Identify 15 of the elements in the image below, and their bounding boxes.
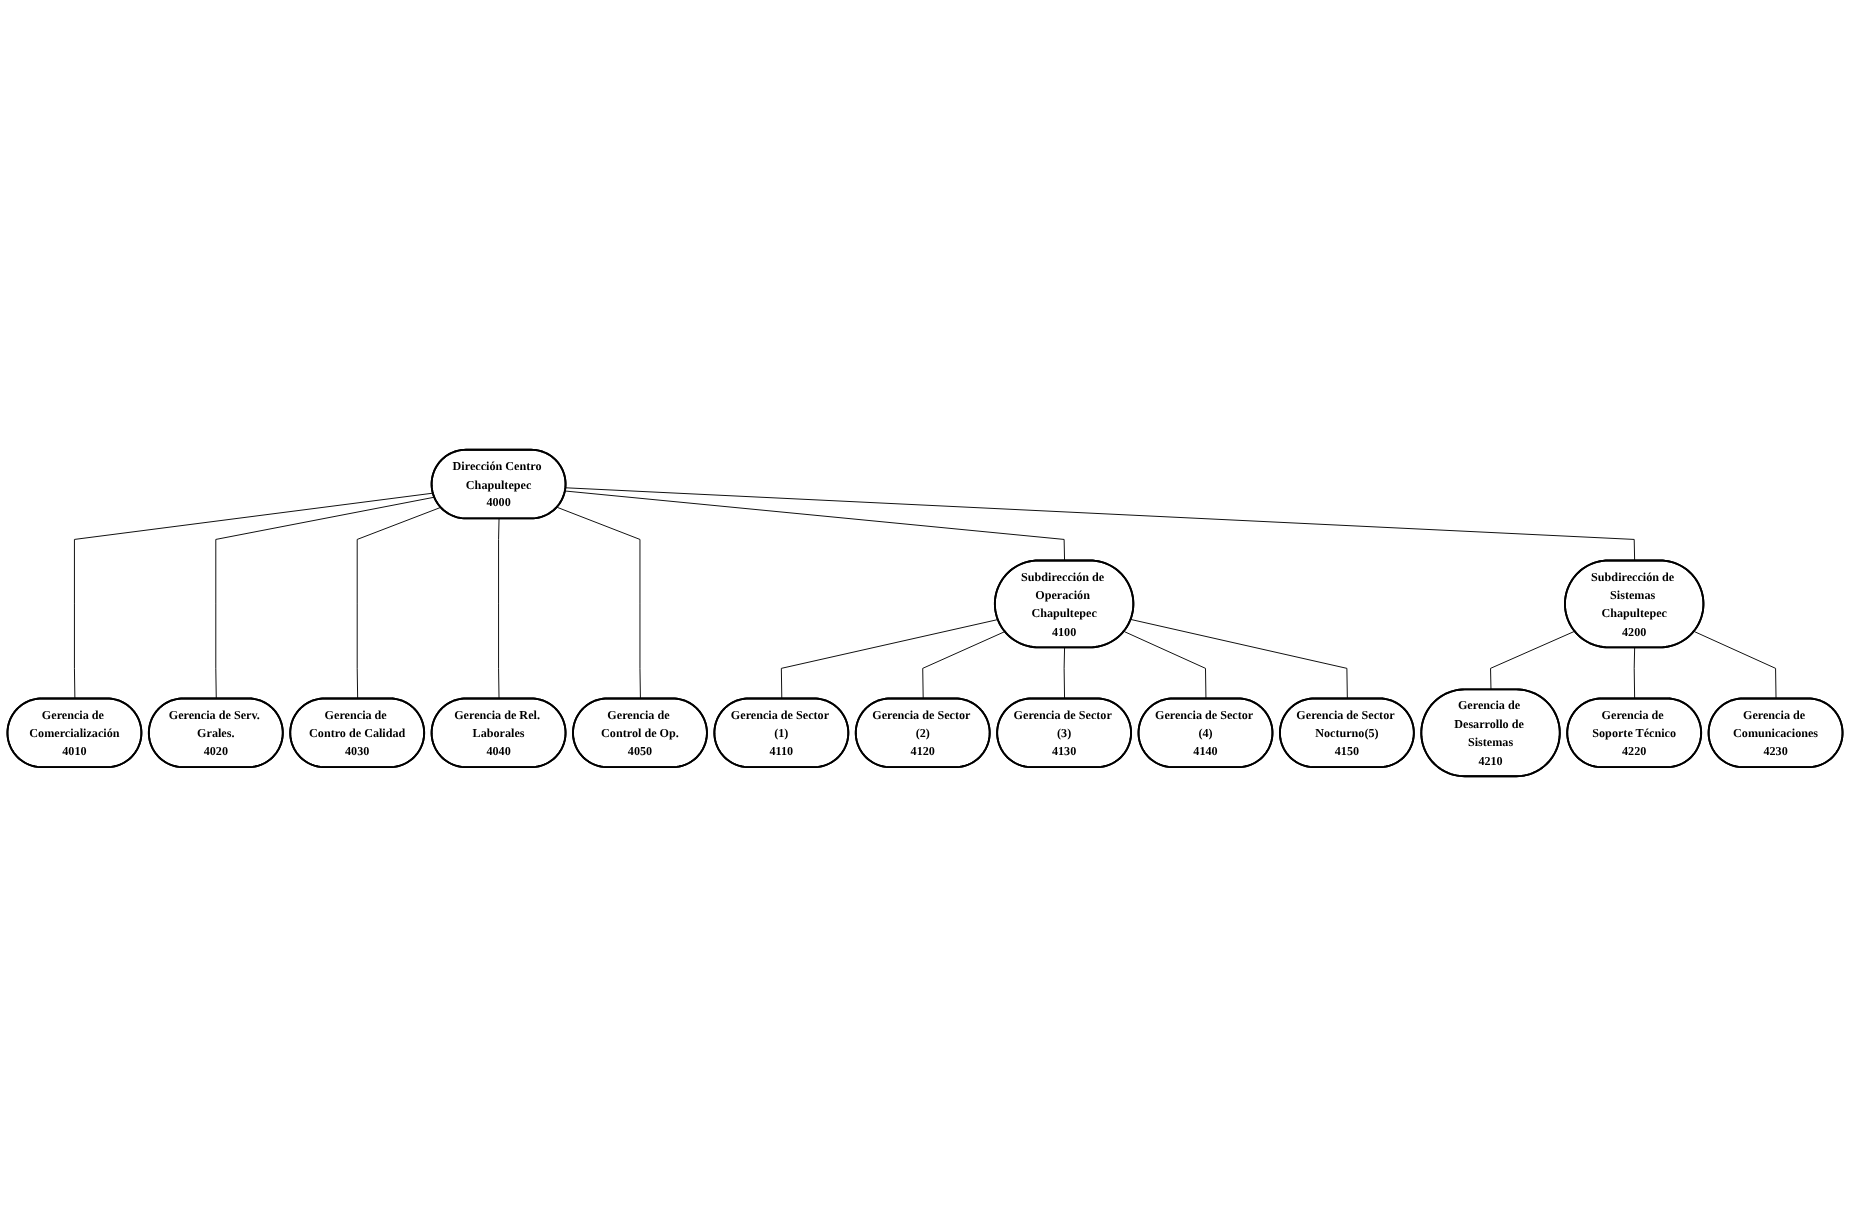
connector <box>356 506 442 700</box>
connector <box>1063 647 1066 700</box>
connector <box>1490 630 1576 691</box>
connector <box>215 496 435 700</box>
connector <box>922 631 1006 700</box>
connector <box>1633 647 1636 700</box>
connector <box>780 619 999 700</box>
connector <box>1130 619 1348 700</box>
connector <box>565 487 1636 562</box>
connector <box>1123 631 1207 700</box>
connector <box>73 492 434 700</box>
connector <box>498 518 500 700</box>
connector <box>1693 631 1777 700</box>
connector <box>556 506 641 700</box>
connector <box>564 490 1066 562</box>
